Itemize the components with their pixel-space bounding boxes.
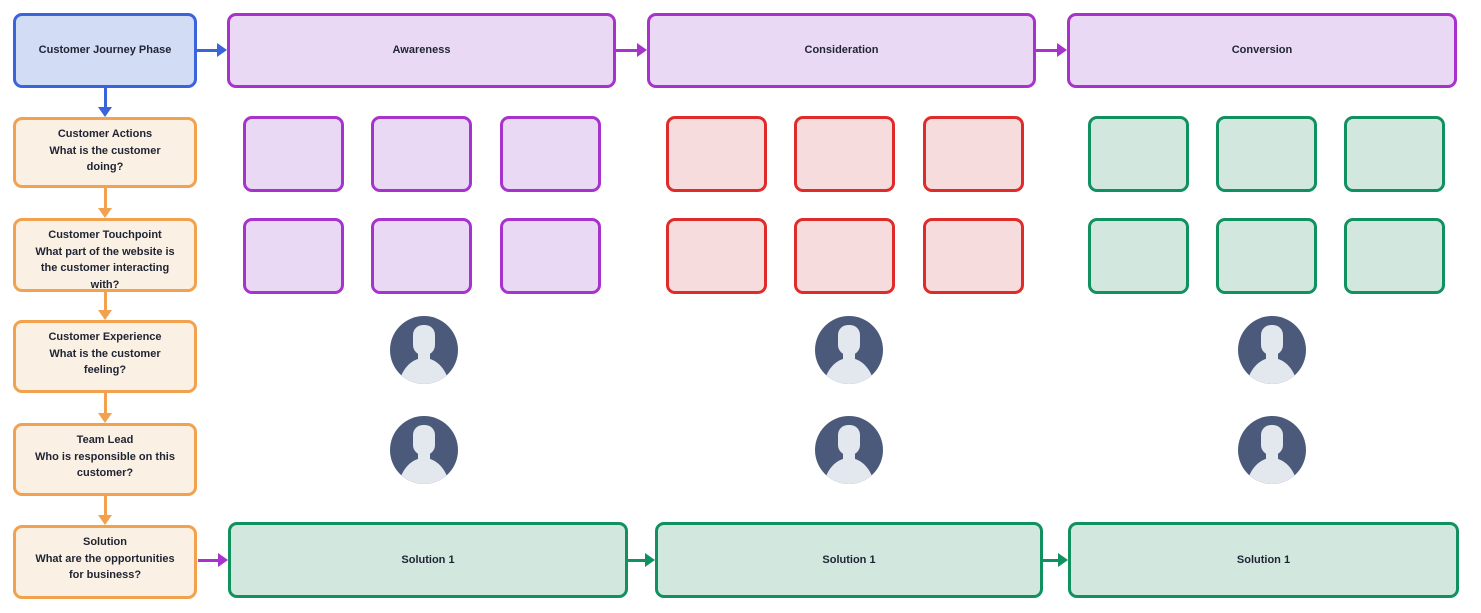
solution-box-1[interactable]: Solution 1 [228, 522, 628, 598]
arrow-solution1-to-solution2-icon [628, 553, 655, 567]
row-title: Team Lead [76, 434, 134, 446]
row-header-customer-actions[interactable]: Customer Actions What is the customer do… [13, 117, 197, 188]
row-header-customer-touchpoint[interactable]: Customer Touchpoint What part of the web… [13, 218, 197, 292]
row-header-solution[interactable]: Solution What are the opportunities for … [13, 525, 197, 599]
customer-journey-phase-label: Customer Journey Phase [38, 44, 172, 57]
arrow-phase-to-awareness-icon [197, 43, 227, 57]
placeholder-card-consideration[interactable] [666, 116, 767, 192]
placeholder-card-consideration[interactable] [794, 116, 895, 192]
row-title: Customer Touchpoint [48, 229, 162, 241]
person-avatar-icon[interactable] [390, 416, 458, 484]
row-question: What is the customer doing? [49, 144, 161, 174]
phase-label-conversion: Conversion [1231, 44, 1293, 57]
solution-label: Solution 1 [822, 553, 876, 566]
row-header-customer-experience[interactable]: Customer Experience What is the customer… [13, 320, 197, 393]
arrow-touchpoint-to-experience-icon [98, 292, 112, 320]
phase-box-consideration[interactable]: Consideration [647, 13, 1036, 88]
person-avatar-icon[interactable] [815, 316, 883, 384]
row-title: Customer Actions [57, 128, 153, 140]
person-avatar-icon[interactable] [1238, 316, 1306, 384]
placeholder-card-consideration[interactable] [666, 218, 767, 294]
row-title: Solution [83, 536, 127, 548]
row-question: What part of the website is the customer… [35, 245, 175, 291]
person-avatar-icon[interactable] [1238, 416, 1306, 484]
placeholder-card-consideration[interactable] [794, 218, 895, 294]
row-title: Customer Experience [48, 331, 162, 343]
placeholder-card-conversion[interactable] [1216, 218, 1317, 294]
phase-box-awareness[interactable]: Awareness [227, 13, 616, 88]
placeholder-card-awareness[interactable] [500, 218, 601, 294]
placeholder-card-conversion[interactable] [1088, 218, 1189, 294]
arrow-actions-to-touchpoint-icon [98, 188, 112, 218]
placeholder-card-awareness[interactable] [243, 218, 344, 294]
placeholder-card-awareness[interactable] [371, 116, 472, 192]
placeholder-card-conversion[interactable] [1088, 116, 1189, 192]
arrow-experience-to-teamlead-icon [98, 393, 112, 423]
row-question: What is the customer feeling? [49, 347, 161, 377]
person-avatar-icon[interactable] [815, 416, 883, 484]
row-question: What are the opportunities for business? [35, 552, 175, 582]
solution-label: Solution 1 [1236, 553, 1291, 566]
arrow-teamlead-to-solution-icon [98, 496, 112, 525]
person-avatar-icon[interactable] [390, 316, 458, 384]
customer-journey-phase-box[interactable]: Customer Journey Phase [13, 13, 197, 88]
placeholder-card-awareness[interactable] [371, 218, 472, 294]
solution-label: Solution 1 [401, 553, 455, 566]
arrow-solution2-to-solution3-icon [1043, 553, 1068, 567]
row-header-team-lead[interactable]: Team Lead Who is responsible on this cus… [13, 423, 197, 496]
solution-box-2[interactable]: Solution 1 [655, 522, 1043, 598]
phase-label-consideration: Consideration [804, 44, 879, 57]
placeholder-card-conversion[interactable] [1344, 218, 1445, 294]
arrow-awareness-to-consideration-icon [616, 43, 647, 57]
arrow-solution-to-solution1-icon [198, 553, 228, 567]
arrow-phase-to-actions-icon [98, 88, 112, 117]
placeholder-card-consideration[interactable] [923, 218, 1024, 294]
row-question: Who is responsible on this customer? [35, 450, 175, 480]
solution-box-3[interactable]: Solution 1 [1068, 522, 1459, 598]
placeholder-card-consideration[interactable] [923, 116, 1024, 192]
placeholder-card-conversion[interactable] [1344, 116, 1445, 192]
placeholder-card-awareness[interactable] [243, 116, 344, 192]
arrow-consideration-to-conversion-icon [1036, 43, 1067, 57]
placeholder-card-awareness[interactable] [500, 116, 601, 192]
placeholder-card-conversion[interactable] [1216, 116, 1317, 192]
phase-box-conversion[interactable]: Conversion [1067, 13, 1457, 88]
phase-label-awareness: Awareness [392, 44, 451, 57]
